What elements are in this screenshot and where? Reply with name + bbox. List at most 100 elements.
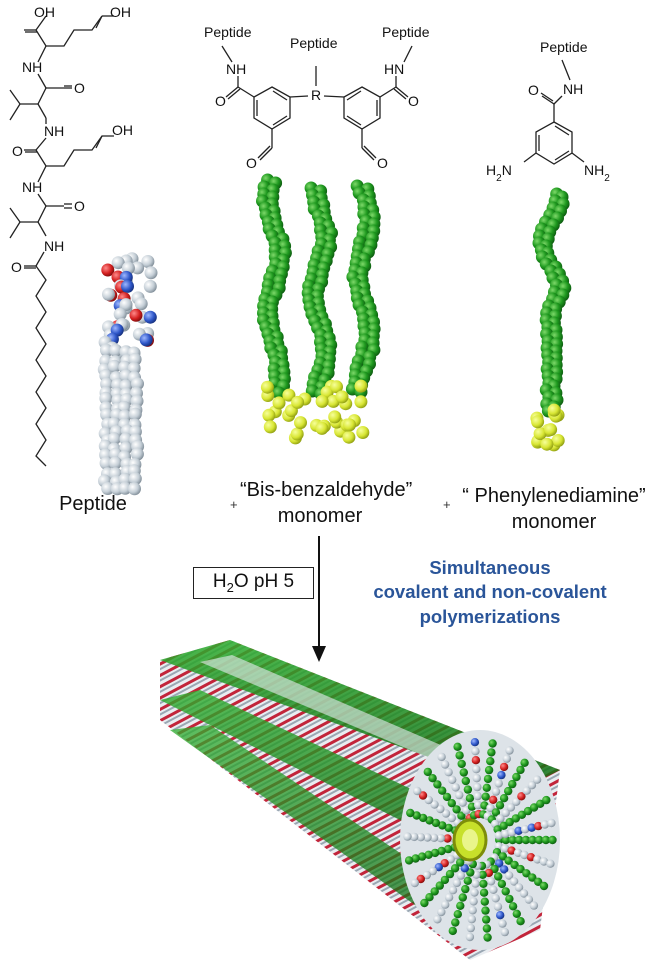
atom-sphere [493,902,503,911]
atom-sphere [516,864,525,874]
atom-sphere [262,408,276,422]
atom-sphere [282,388,296,402]
peptide-spacefill-model [97,252,158,496]
atom-sphere [542,795,551,805]
peptide-atom-11: O [11,259,22,275]
atom-sphere [482,783,491,792]
atom-sphere [456,901,465,910]
atom-sphere [514,826,523,835]
atom-sphere [500,927,509,937]
atom-sphere [528,835,537,845]
atom-sphere [441,900,450,909]
atom-sphere [495,859,504,868]
atom-sphere [410,832,419,842]
atom-sphere [520,850,529,860]
atom-sphere [456,858,465,867]
atom-sphere [461,884,470,894]
atom-sphere [290,427,304,441]
atom-sphere [436,804,445,814]
atom-sphere [131,261,145,275]
atom-sphere [514,883,524,892]
peptide-atom-7: O [12,143,23,159]
atom-sphere [429,833,439,842]
atom-sphere [507,846,516,855]
atom-sphere [509,877,519,886]
atom-sphere [504,856,513,865]
atom-sphere [128,482,141,496]
atom-sphere [496,911,505,920]
atom-sphere [458,798,467,807]
atom-sphere [437,846,446,856]
atom-sphere [99,391,113,405]
atom-sphere [481,792,490,801]
atom-sphere [547,403,561,417]
peptide-atom-9: O [74,198,85,214]
atom-sphere [479,888,489,897]
atom-sphere [440,859,449,868]
atom-sphere [141,255,155,268]
atom-sphere [456,871,466,880]
bis-benzaldehyde-labels: Peptide Peptide Peptide NH HN R O O O O [204,24,430,171]
atom-sphere [452,878,462,888]
phenylenediamine-structure [523,59,585,165]
atom-sphere [263,420,277,434]
atom-sphere [328,410,342,424]
atom-sphere [444,893,454,902]
peptide-atom-10: NH [44,238,64,254]
atom-sphere [455,790,464,800]
atom-sphere [534,877,543,886]
peptide-atom-8: NH [22,179,42,195]
atom-sphere [546,859,555,868]
phenylenediamine-spacefill-model [530,187,572,452]
atom-sphere [453,910,462,919]
atom-sphere [416,833,425,842]
atom-sphere [451,918,460,927]
atom-sphere [505,817,514,827]
atom-sphere [413,786,422,796]
peptide-atom-6: OH [112,122,133,138]
atom-sphere [501,808,510,818]
bis-peptide-right: Peptide [382,24,430,40]
bis-nh-right: HN [384,61,404,77]
atom-sphere [479,879,488,888]
atom-sphere [423,833,432,842]
bis-o-right: O [408,93,419,109]
atom-sphere [527,823,536,832]
atom-sphere [430,848,440,858]
atom-sphere [107,359,121,373]
atom-sphere [471,747,480,756]
atom-sphere [272,386,286,400]
atom-sphere [473,791,482,801]
atom-sphere [435,881,444,890]
atom-sphere [478,870,487,879]
atom-sphere [517,810,527,819]
atom-sphere [474,800,483,810]
atom-sphere [494,779,503,788]
atom-sphere [460,864,469,873]
atom-sphere [508,779,517,789]
atom-sphere [342,430,356,444]
atom-sphere [118,472,132,486]
atom-sphere [107,432,121,446]
atom-sphere [111,256,125,270]
atom-sphere [425,893,434,902]
atom-sphere [508,902,518,911]
phenylenediamine-label-line1: “ Phenylenediamine” [462,485,646,507]
atom-sphere [442,792,452,802]
atom-sphere [533,427,547,441]
atom-sphere [499,794,509,803]
atom-sphere [471,756,481,765]
atom-sphere [128,407,142,421]
process-text-line3: polymerizations [419,606,561,627]
atom-sphere [404,856,414,865]
atom-sphere [423,767,432,777]
atom-sphere [403,832,412,841]
peptide-atom-labels: OH OH NH O NH OH O NH O NH O [11,4,133,275]
atom-sphere [144,266,158,280]
atom-sphere [446,855,455,864]
atom-sphere [491,808,501,817]
atom-sphere [438,821,447,830]
atom-sphere [499,762,509,772]
bis-o-left: O [215,93,226,109]
atom-sphere [482,915,491,924]
